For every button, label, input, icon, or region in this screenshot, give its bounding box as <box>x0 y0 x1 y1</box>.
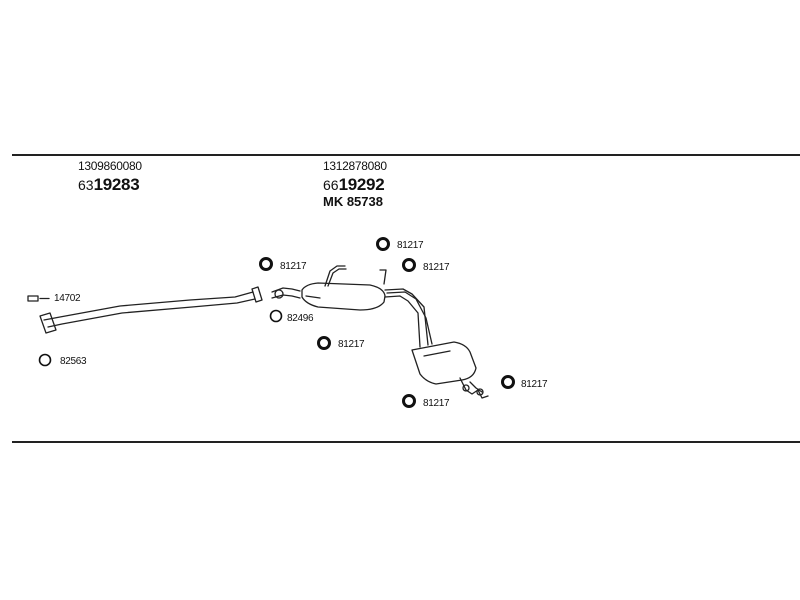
mounting-ring-c <box>317 336 331 350</box>
mounting-ring-b <box>269 309 283 323</box>
gasket-symbol <box>27 295 50 302</box>
code-main-left: 19283 <box>93 175 140 194</box>
part-label-ring-b: 82496 <box>287 313 314 324</box>
part-label-ring-f: 81217 <box>423 398 450 409</box>
part-code-left: 6319283 <box>78 175 140 194</box>
code-main-right: 19292 <box>338 175 385 194</box>
part-code-right: 6619292 <box>323 175 385 194</box>
part-label-ring-e: 81217 <box>423 262 450 273</box>
front-pipe <box>39 286 263 334</box>
oe-number-right: 1312878080 <box>323 159 387 173</box>
hanger-bracket <box>324 265 387 287</box>
mounting-ring-d <box>376 237 390 251</box>
mounting-ring-a <box>259 257 273 271</box>
oe-number-left: 1309860080 <box>78 159 142 173</box>
bottom-divider <box>12 441 800 443</box>
middle-connector <box>271 287 301 299</box>
code-prefix-right: 66 <box>323 177 339 193</box>
rear-silencer <box>411 341 477 385</box>
mounting-ring-f <box>402 394 416 408</box>
part-label-ring-d: 81217 <box>397 240 424 251</box>
top-divider <box>12 154 800 156</box>
part-label-clamp-front: 82563 <box>60 356 87 367</box>
part-label-ring-a: 81217 <box>280 261 307 272</box>
part-label-ring-g: 81217 <box>521 379 548 390</box>
mounting-ring-e <box>402 258 416 272</box>
code-prefix-left: 63 <box>78 177 94 193</box>
tail-outlets <box>459 377 489 399</box>
mk-number: MK 85738 <box>323 194 383 209</box>
part-label-ring-c: 81217 <box>338 339 365 350</box>
clamp-ring-front <box>38 353 52 367</box>
mounting-ring-g <box>501 375 515 389</box>
middle-silencer <box>301 282 386 311</box>
part-label-gasket-front: 14702 <box>54 293 81 304</box>
tail-pipe <box>384 288 433 348</box>
